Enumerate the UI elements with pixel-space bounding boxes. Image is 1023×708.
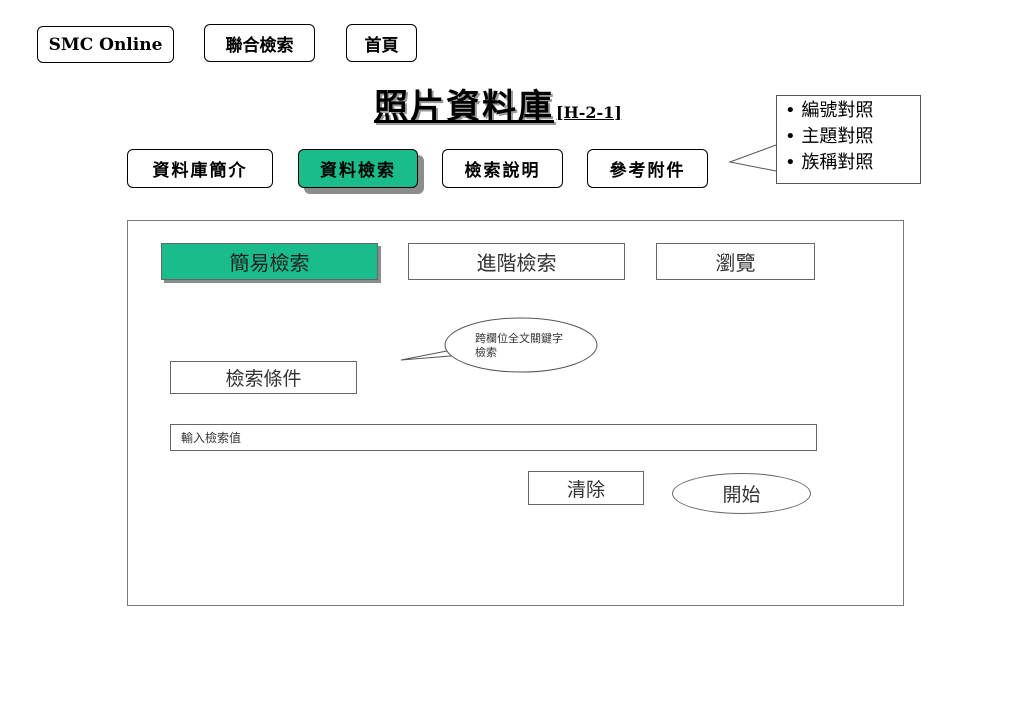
note-item[interactable]: • 主題對照 — [785, 126, 874, 147]
note-item[interactable]: • 編號對照 — [785, 100, 874, 121]
page-title: 照片資料庫 [H-2-1] — [374, 80, 664, 128]
tooltip-text: 跨欄位全文關鍵字檢索 — [475, 332, 563, 359]
search-panel — [127, 220, 904, 606]
home-button[interactable]: 首頁 — [346, 24, 417, 62]
joint-search-button[interactable]: 聯合檢索 — [204, 24, 315, 62]
clear-button[interactable]: 清除 — [528, 471, 644, 505]
page-title-main: 照片資料庫 — [374, 87, 554, 127]
tab-browse[interactable]: 瀏覽 — [656, 243, 815, 280]
start-button[interactable]: 開始 — [672, 473, 811, 514]
reference-note: • 編號對照 • 主題對照 • 族稱對照 — [776, 95, 921, 184]
page-title-code: [H-2-1] — [556, 103, 622, 122]
tab-simple-search[interactable]: 簡易檢索 — [161, 243, 378, 280]
note-pointer — [728, 144, 777, 172]
nav-database-intro[interactable]: 資料庫簡介 — [127, 149, 273, 188]
smc-online-button[interactable]: SMC Online — [37, 26, 174, 63]
nav-reference-attachments[interactable]: 參考附件 — [587, 149, 708, 188]
note-item[interactable]: • 族稱對照 — [785, 152, 874, 173]
criteria-label: 檢索條件 — [170, 361, 357, 394]
nav-data-search[interactable]: 資料檢索 — [298, 149, 418, 188]
nav-search-help[interactable]: 檢索說明 — [442, 149, 563, 188]
tab-advanced-search[interactable]: 進階檢索 — [408, 243, 625, 280]
tooltip-bubble — [400, 317, 598, 373]
search-input[interactable] — [170, 424, 817, 451]
